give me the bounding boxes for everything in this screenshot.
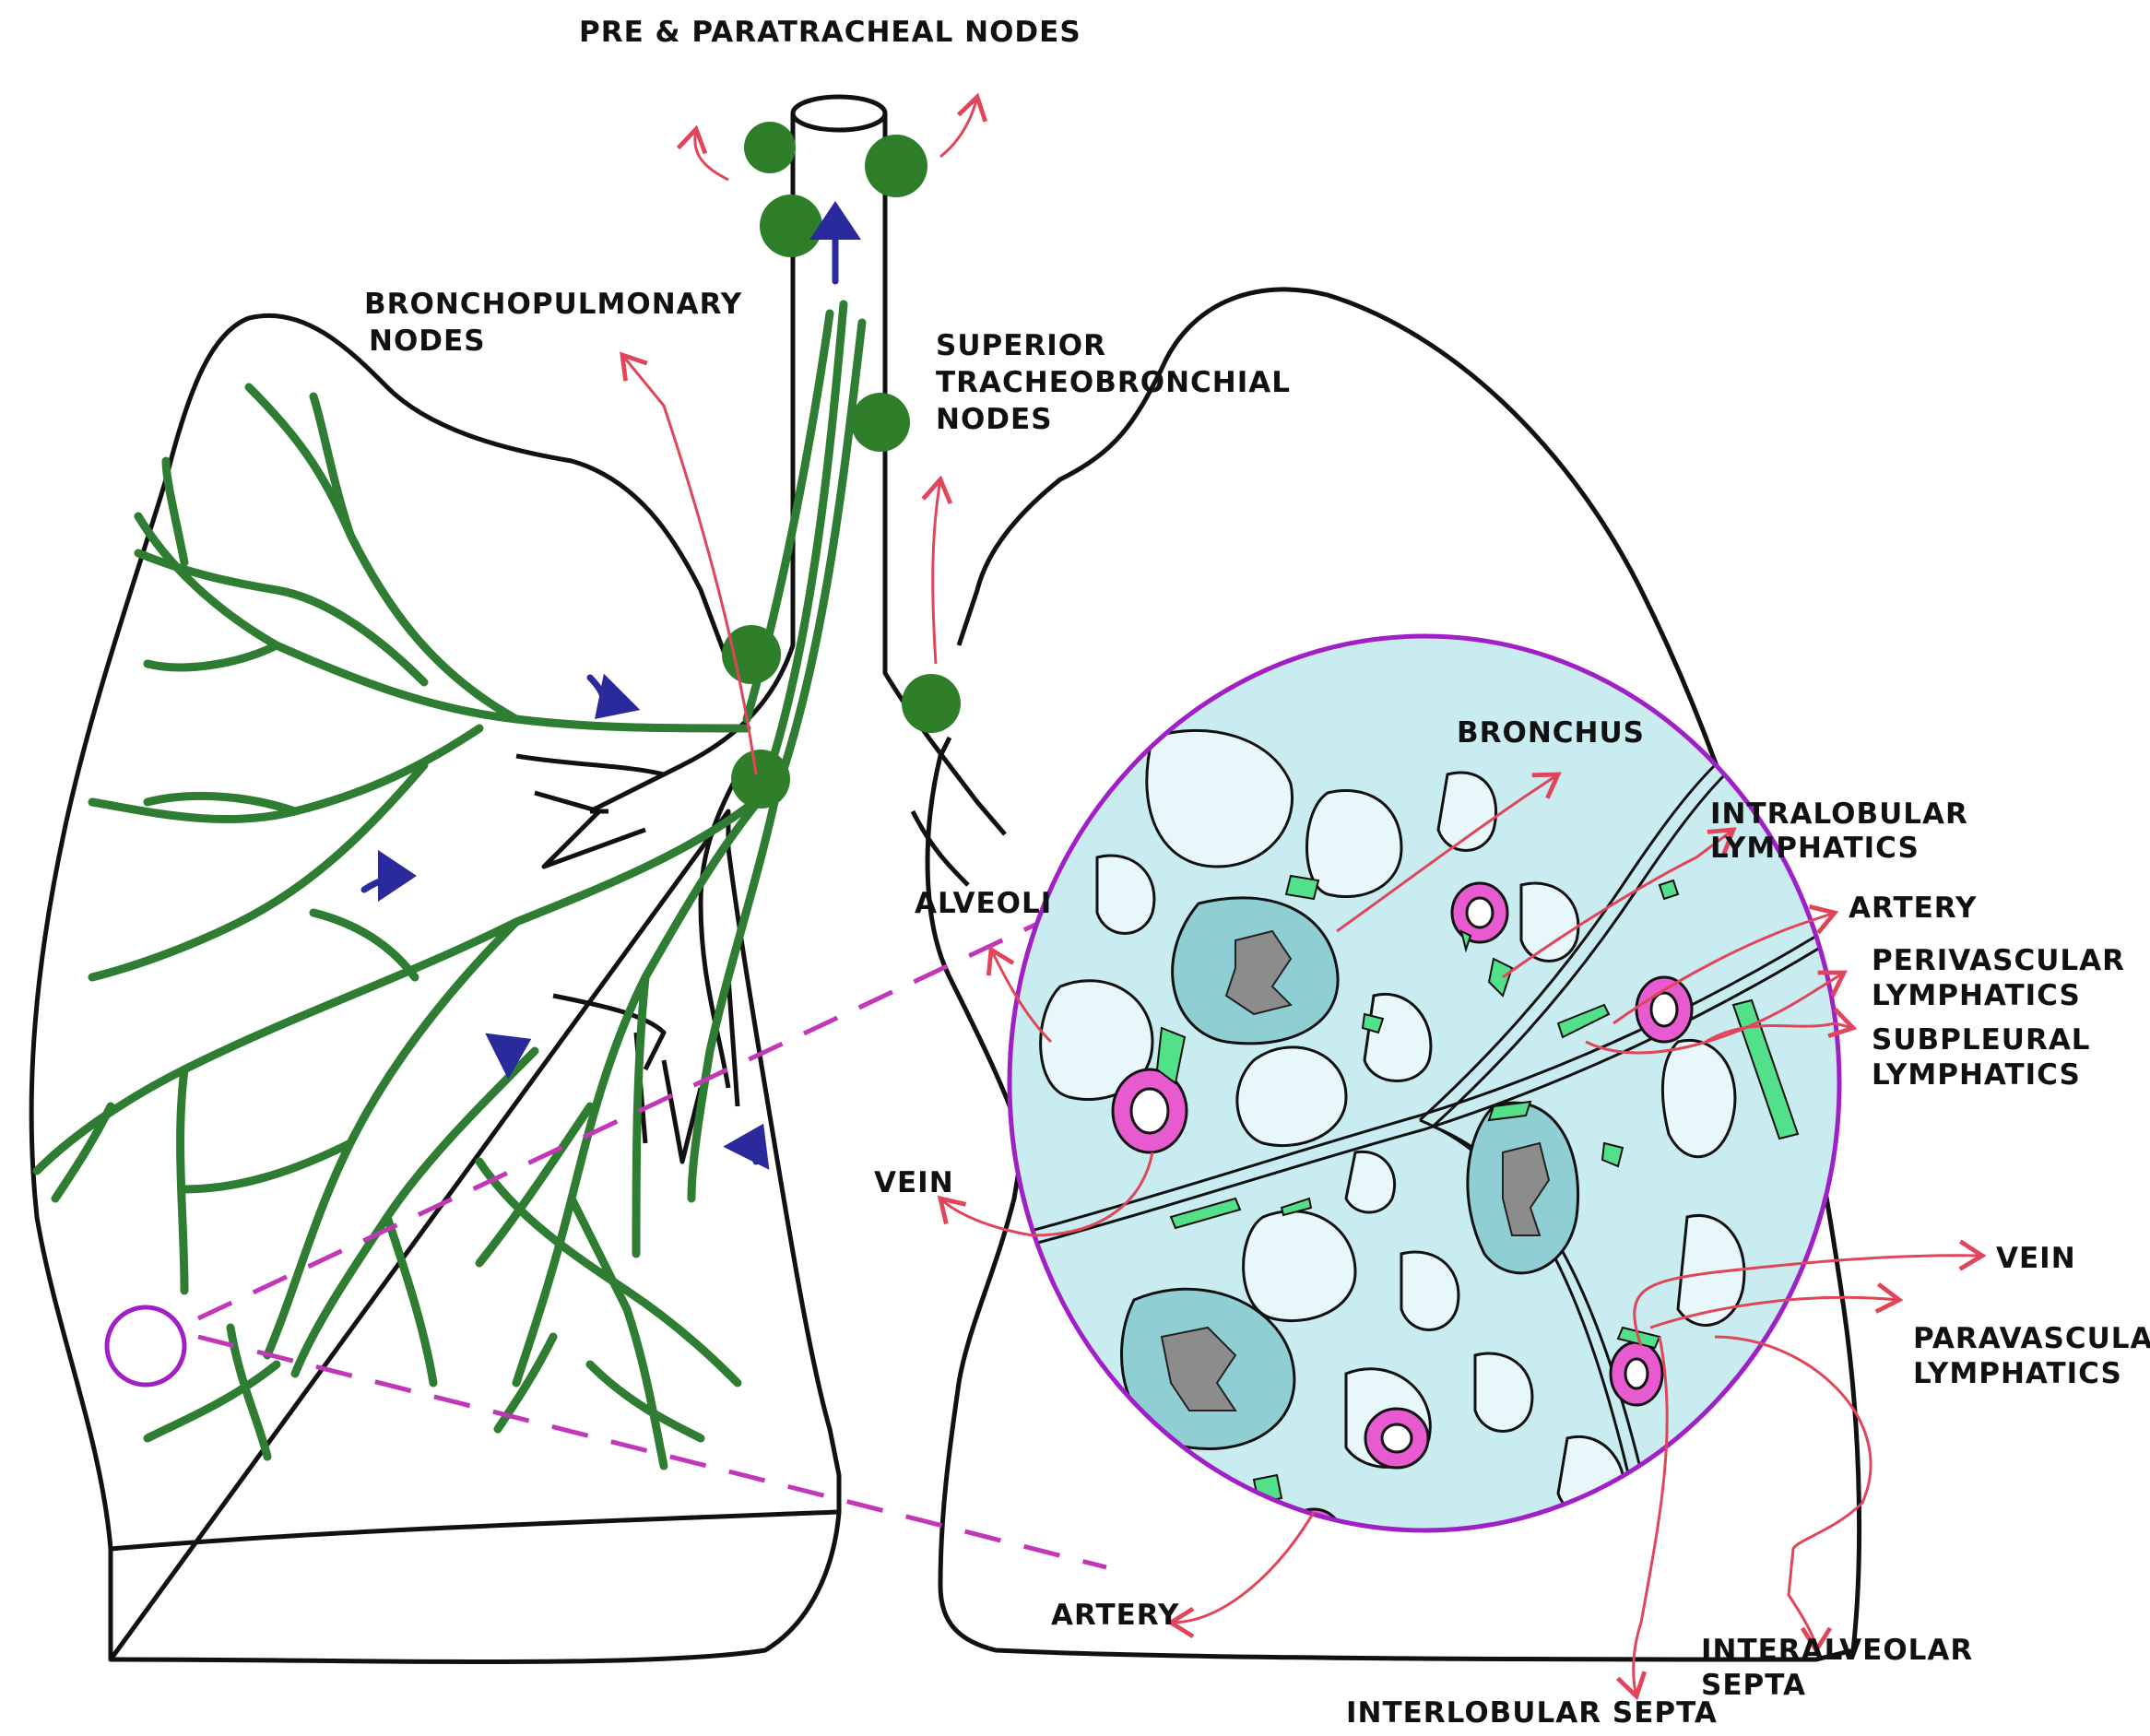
label-artery-bottom: ARTERY xyxy=(1051,1599,1179,1632)
flow-arrows xyxy=(360,201,861,1170)
label-paravascular-2: LYMPHATICS xyxy=(1913,1357,2122,1390)
label-bronchus: BRONCHUS xyxy=(1457,716,1645,750)
label-paravascular-1: PARAVASCULAR xyxy=(1913,1322,2150,1355)
bronchioles xyxy=(1120,896,1579,1450)
label-superior-2: TRACHEOBRONCHIAL xyxy=(936,366,1291,399)
flow-arrow-2 xyxy=(360,850,417,903)
label-subpleural-2: LYMPHATICS xyxy=(1872,1058,2081,1092)
lymph-nodes xyxy=(722,122,961,809)
flow-arrow-4 xyxy=(723,1123,770,1170)
label-superior-1: SUPERIOR xyxy=(936,329,1106,362)
magnified-circle-border xyxy=(1007,633,1842,1533)
node-pretracheal-right xyxy=(865,135,927,197)
zoom-region-marker xyxy=(104,1305,187,1388)
left-lung xyxy=(29,313,842,1664)
magnified-tissue xyxy=(1007,633,1842,1533)
label-alveoli: ALVEOLI xyxy=(915,887,1052,920)
label-interalveolar-1: INTERALVEOLAR xyxy=(1701,1634,1973,1667)
label-vein-left: VEIN xyxy=(874,1166,954,1199)
labels: PRE & PARATRACHEAL NODES BRONCHOPULMONAR… xyxy=(364,16,2150,1730)
node-pretracheal-left xyxy=(744,122,796,173)
label-superior-3: NODES xyxy=(936,403,1053,436)
flow-arrow-3 xyxy=(485,1033,532,1080)
node-superior-tracheobronchial xyxy=(851,393,910,452)
label-intralobular-2: LYMPHATICS xyxy=(1710,832,1920,865)
label-bronchopulmonary-2: NODES xyxy=(369,325,486,358)
label-perivascular-2: LYMPHATICS xyxy=(1872,979,2081,1012)
label-intralobular-1: INTRALOBULAR xyxy=(1710,797,1968,831)
label-pre-paratracheal: PRE & PARATRACHEAL NODES xyxy=(579,16,1081,49)
label-interalveolar-2: SEPTA xyxy=(1701,1669,1806,1702)
flow-arrow-1 xyxy=(586,673,641,719)
node-paratracheal xyxy=(760,195,822,257)
trachea xyxy=(515,94,1007,1164)
label-artery-right: ARTERY xyxy=(1849,892,1977,925)
label-arrows xyxy=(937,772,1987,1701)
label-subpleural-1: SUBPLEURAL xyxy=(1872,1023,2091,1057)
lymphatic-tree xyxy=(32,300,867,1470)
label-bronchopulmonary-1: BRONCHOPULMONARY xyxy=(364,288,742,321)
node-bronchopulmonary xyxy=(722,625,781,684)
label-vein-right: VEIN xyxy=(1996,1242,2076,1275)
node-inferior-right xyxy=(902,674,961,733)
zoom-lines xyxy=(196,878,1131,1570)
label-perivascular-1: PERIVASCULAR xyxy=(1872,944,2125,977)
node-arrows xyxy=(620,92,988,775)
node-inferior-left xyxy=(731,750,790,809)
right-lung xyxy=(925,287,1862,1662)
label-interlobular: INTERLOBULAR SEPTA xyxy=(1346,1696,1718,1730)
